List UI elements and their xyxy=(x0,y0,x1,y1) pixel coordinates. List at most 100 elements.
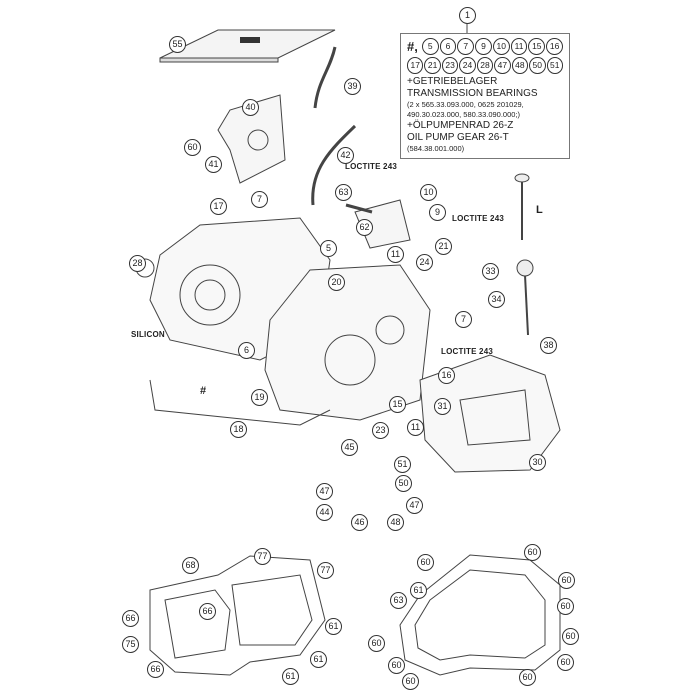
chain-guide-42 xyxy=(311,124,357,206)
callout-48[interactable]: 48 xyxy=(387,514,404,531)
loctite-note: LOCTITE 243 xyxy=(441,347,493,356)
callout-41[interactable]: 41 xyxy=(205,156,222,173)
callout-6[interactable]: 6 xyxy=(238,342,255,359)
callout-61[interactable]: 61 xyxy=(282,668,299,685)
callout-60[interactable]: 60 xyxy=(524,544,541,561)
callout-60[interactable]: 60 xyxy=(184,139,201,156)
callout-66[interactable]: 66 xyxy=(199,603,216,620)
kit-part-number: 6 xyxy=(439,38,457,55)
callout-17[interactable]: 17 xyxy=(210,198,227,215)
gasket-left xyxy=(149,555,326,676)
loctite-note: LOCTITE 243 xyxy=(452,214,504,223)
chain-guide-39 xyxy=(313,46,337,109)
kit-part-number: 11 xyxy=(510,38,528,55)
kit-part-number: 47 xyxy=(494,57,511,74)
callout-11[interactable]: 11 xyxy=(387,246,404,263)
callout-50[interactable]: 50 xyxy=(395,475,412,492)
callout-7[interactable]: 7 xyxy=(455,311,472,328)
callout-1[interactable]: 1 xyxy=(459,7,476,24)
callout-45[interactable]: 45 xyxy=(341,439,358,456)
callout-39[interactable]: 39 xyxy=(344,78,361,95)
callout-77[interactable]: 77 xyxy=(317,562,334,579)
callout-19[interactable]: 19 xyxy=(251,389,268,406)
kit-part-number: 5 xyxy=(421,38,439,55)
manual-booklet xyxy=(159,29,336,59)
callout-7[interactable]: 7 xyxy=(251,191,268,208)
callout-61[interactable]: 61 xyxy=(410,582,427,599)
kit-part-number: 21 xyxy=(424,57,441,74)
right-crankcase xyxy=(264,264,431,421)
callout-9[interactable]: 9 xyxy=(429,204,446,221)
callout-77[interactable]: 77 xyxy=(254,548,271,565)
callout-60[interactable]: 60 xyxy=(368,635,385,652)
kit-part-number: 48 xyxy=(511,57,529,74)
callout-51[interactable]: 51 xyxy=(394,456,411,473)
callout-18[interactable]: 18 xyxy=(230,421,247,438)
callout-60[interactable]: 60 xyxy=(558,572,575,589)
kit-part-number: 16 xyxy=(546,38,563,55)
callout-62[interactable]: 62 xyxy=(356,219,373,236)
info-line: OIL PUMP GEAR 26-T xyxy=(407,132,509,143)
callout-28[interactable]: 28 xyxy=(129,255,146,272)
kit-part-number: 50 xyxy=(529,57,546,74)
callout-66[interactable]: 66 xyxy=(147,661,164,678)
callout-47[interactable]: 47 xyxy=(316,483,333,500)
kit-part-number: 17 xyxy=(407,57,424,74)
callout-40[interactable]: 40 xyxy=(242,99,259,116)
callout-63[interactable]: 63 xyxy=(335,184,352,201)
callout-75[interactable]: 75 xyxy=(122,636,139,653)
kit-part-number: 15 xyxy=(528,38,546,55)
callout-10[interactable]: 10 xyxy=(420,184,437,201)
callout-20[interactable]: 20 xyxy=(328,274,345,291)
callout-46[interactable]: 46 xyxy=(351,514,368,531)
silicon-note: SILICON xyxy=(131,330,165,339)
kit-part-number: 28 xyxy=(476,57,494,74)
info-line: TRANSMISSION BEARINGS xyxy=(407,88,538,99)
info-line: 490.30.023.000, 580.33.090.000;) xyxy=(407,110,521,119)
hash-marker: # xyxy=(200,385,207,397)
callout-42[interactable]: 42 xyxy=(337,147,354,164)
info-line: +ÖLPUMPENRAD 26-Z xyxy=(407,120,514,131)
loctite-note: LOCTITE 243 xyxy=(345,162,397,171)
callout-66[interactable]: 66 xyxy=(122,610,139,627)
callout-61[interactable]: 61 xyxy=(325,618,342,635)
clutch-cover xyxy=(419,354,561,473)
callout-61[interactable]: 61 xyxy=(310,651,327,668)
cover-40 xyxy=(217,94,286,184)
callout-15[interactable]: 15 xyxy=(389,396,406,413)
callout-30[interactable]: 30 xyxy=(529,454,546,471)
callout-34[interactable]: 34 xyxy=(488,291,505,308)
callout-5[interactable]: 5 xyxy=(320,240,337,257)
gasket-right xyxy=(399,554,561,676)
info-line: (2 x 565.33.093.000, 0625 201029, xyxy=(407,100,524,109)
info-line: (584.38.001.000) xyxy=(407,144,465,153)
callout-63[interactable]: 63 xyxy=(390,592,407,609)
length-label: L xyxy=(536,204,543,216)
callout-60[interactable]: 60 xyxy=(557,654,574,671)
callout-60[interactable]: 60 xyxy=(557,598,574,615)
callout-55[interactable]: 55 xyxy=(169,36,186,53)
callout-24[interactable]: 24 xyxy=(416,254,433,271)
callout-47[interactable]: 47 xyxy=(406,497,423,514)
callout-23[interactable]: 23 xyxy=(372,422,389,439)
callout-60[interactable]: 60 xyxy=(388,657,405,674)
callout-31[interactable]: 31 xyxy=(434,398,451,415)
kit-part-number: 10 xyxy=(492,38,510,55)
callout-60[interactable]: 60 xyxy=(417,554,434,571)
callout-21[interactable]: 21 xyxy=(435,238,452,255)
kit-part-number: 51 xyxy=(546,57,563,74)
kit-part-number: 23 xyxy=(441,57,459,74)
callout-60[interactable]: 60 xyxy=(562,628,579,645)
callout-38[interactable]: 38 xyxy=(540,337,557,354)
callout-60[interactable]: 60 xyxy=(519,669,536,686)
kit-part-number: 7 xyxy=(457,38,475,55)
kit-part-number: 24 xyxy=(459,57,476,74)
callout-68[interactable]: 68 xyxy=(182,557,199,574)
callout-33[interactable]: 33 xyxy=(482,263,499,280)
callout-60[interactable]: 60 xyxy=(402,673,419,690)
callout-11[interactable]: 11 xyxy=(407,419,424,436)
callout-44[interactable]: 44 xyxy=(316,504,333,521)
callout-16[interactable]: 16 xyxy=(438,367,455,384)
